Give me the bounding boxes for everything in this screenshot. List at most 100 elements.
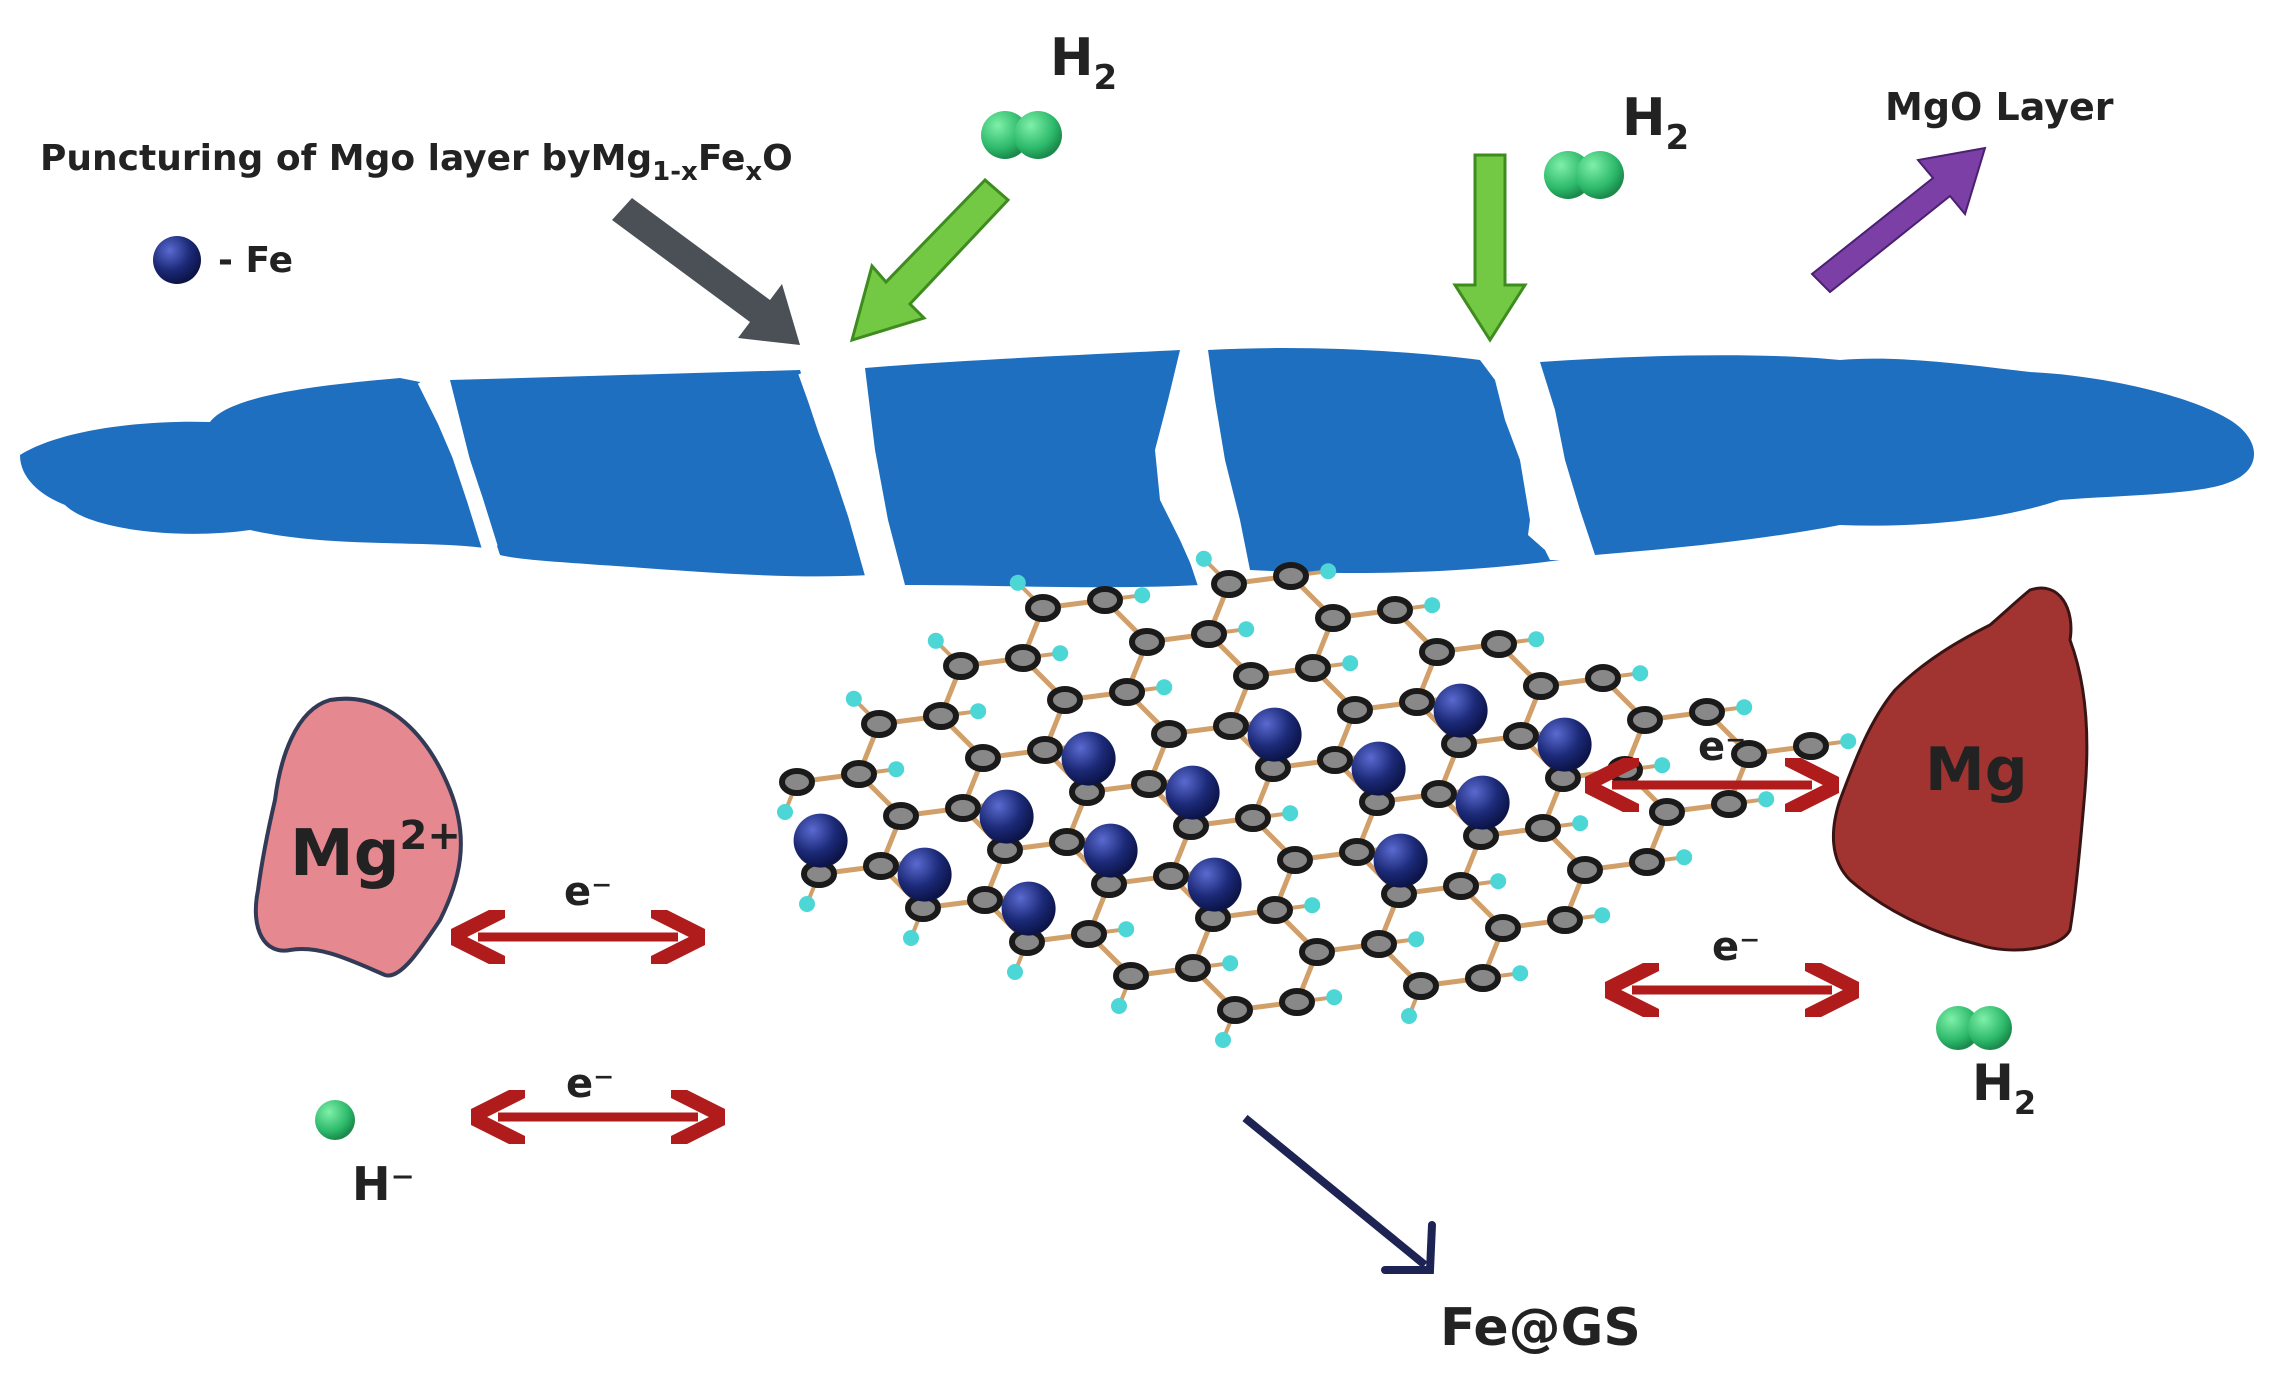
edge-hydrogen-atom xyxy=(1282,805,1299,822)
edge-hydrogen-atom xyxy=(927,632,944,649)
mgo-segment-4 xyxy=(1208,348,1560,573)
mgo-segment-1 xyxy=(20,378,485,548)
carbon-atom xyxy=(1211,570,1247,598)
fe-legend-label: - Fe xyxy=(218,240,293,281)
carbon-atom xyxy=(1109,678,1145,706)
edge-hydrogen-atom xyxy=(1320,563,1337,580)
edge-hydrogen-atom xyxy=(970,703,987,720)
hydride-label: H⁻ xyxy=(352,1157,415,1211)
carbon-atom xyxy=(967,886,1003,914)
carbon-atom xyxy=(1547,906,1583,934)
carbon-atom xyxy=(1217,996,1253,1024)
mgo-segment-5 xyxy=(1540,355,2254,555)
mg-particle xyxy=(1831,586,2089,952)
mgo-segment-2 xyxy=(450,370,870,577)
fe-atom xyxy=(1537,717,1592,772)
carbon-atom xyxy=(1481,630,1517,658)
carbon-atom xyxy=(1627,706,1663,734)
fe-gs-label: Fe@GS xyxy=(1440,1298,1641,1358)
carbon-atom xyxy=(841,760,877,788)
carbon-atom xyxy=(1131,770,1167,798)
edge-hydrogen-atom xyxy=(799,896,815,912)
edge-hydrogen-atom xyxy=(1512,965,1529,982)
fe-atoms-group xyxy=(793,683,1592,936)
carbon-atom xyxy=(1295,654,1331,682)
edge-hydrogen-atom xyxy=(1840,733,1857,750)
carbon-atom xyxy=(1525,814,1561,842)
carbon-atom xyxy=(923,702,959,730)
carbon-atom xyxy=(1113,962,1149,990)
carbon-atom xyxy=(1005,644,1041,672)
carbon-atom xyxy=(883,802,919,830)
crack-3 xyxy=(1162,350,1212,588)
carbon-atom xyxy=(1087,586,1123,614)
h2-arrow-vertical xyxy=(1452,153,1528,343)
h2-molecule-right xyxy=(1544,151,1624,199)
edge-hydrogen-atom xyxy=(1758,791,1775,808)
carbon-atom xyxy=(779,768,815,796)
edge-hydrogen-atom xyxy=(1424,597,1441,614)
carbon-atom xyxy=(1567,856,1603,884)
edge-hydrogen-atom xyxy=(1304,897,1321,914)
electron-label-left-lower: e⁻ xyxy=(566,1061,614,1107)
carbon-atom xyxy=(861,710,897,738)
edge-hydrogen-atom xyxy=(1528,631,1545,648)
fe-atom xyxy=(1351,741,1406,796)
carbon-atom xyxy=(1339,838,1375,866)
carbon-atom xyxy=(1191,620,1227,648)
fe-atom xyxy=(1165,765,1220,820)
fe-atom xyxy=(1187,857,1242,912)
fe-atom xyxy=(1455,775,1510,830)
carbon-atom xyxy=(1129,628,1165,656)
carbon-atom xyxy=(1049,828,1085,856)
product-arrow xyxy=(1242,1114,1436,1274)
h2-top-label: H2 xyxy=(1050,28,1117,98)
h2-molecule-top xyxy=(981,111,1062,159)
electron-label-right-lower: e⁻ xyxy=(1712,924,1760,970)
edge-hydrogen-atom xyxy=(1408,931,1425,948)
mgo-layer-arrow xyxy=(1810,146,1987,294)
carbon-atom xyxy=(1421,780,1457,808)
edge-hydrogen-atom xyxy=(1195,550,1212,567)
carbon-atom xyxy=(1361,930,1397,958)
carbon-atom xyxy=(1175,954,1211,982)
crack-1 xyxy=(417,376,498,551)
carbon-atom xyxy=(1027,736,1063,764)
edge-hydrogen-atom xyxy=(888,761,905,778)
fe-atom xyxy=(1083,823,1138,878)
carbon-atom xyxy=(1025,594,1061,622)
fe-atom xyxy=(897,847,952,902)
carbon-atom xyxy=(1317,746,1353,774)
carbon-atom xyxy=(1151,720,1187,748)
carbon-atom xyxy=(943,652,979,680)
carbon-atom xyxy=(1607,756,1643,784)
edge-hydrogen-atom xyxy=(1654,757,1671,774)
h2-bottom-label: H2 xyxy=(1972,1054,2036,1122)
carbon-atom xyxy=(1419,638,1455,666)
mgo-layer-label: MgO Layer xyxy=(1885,85,2114,129)
carbon-atom xyxy=(1503,722,1539,750)
edge-hydrogen-atom xyxy=(903,930,919,946)
edge-hydrogen-atom xyxy=(1134,587,1151,604)
edge-hydrogen-atom xyxy=(1156,679,1173,696)
carbon-atom xyxy=(1235,804,1271,832)
fe-atom xyxy=(1247,707,1302,762)
fe-atom xyxy=(1061,731,1116,786)
carbon-atom xyxy=(1403,972,1439,1000)
hydride-atom xyxy=(315,1100,355,1140)
edge-hydrogen-atom xyxy=(1007,964,1023,980)
edge-hydrogen-atom xyxy=(1052,645,1069,662)
carbon-atom xyxy=(1377,596,1413,624)
carbon-atom xyxy=(1465,964,1501,992)
carbon-atom xyxy=(945,794,981,822)
carbon-atom xyxy=(1689,698,1725,726)
carbon-atom xyxy=(1793,732,1829,760)
edge-hydrogen-atom xyxy=(1342,655,1359,672)
h2-arrow-diagonal xyxy=(849,177,1011,343)
edge-hydrogen-atom xyxy=(1490,873,1507,890)
carbon-atom xyxy=(1233,662,1269,690)
fe-atom xyxy=(793,813,848,868)
edge-hydrogen-atom xyxy=(1238,621,1255,638)
electron-label-left-upper: e⁻ xyxy=(564,869,612,915)
